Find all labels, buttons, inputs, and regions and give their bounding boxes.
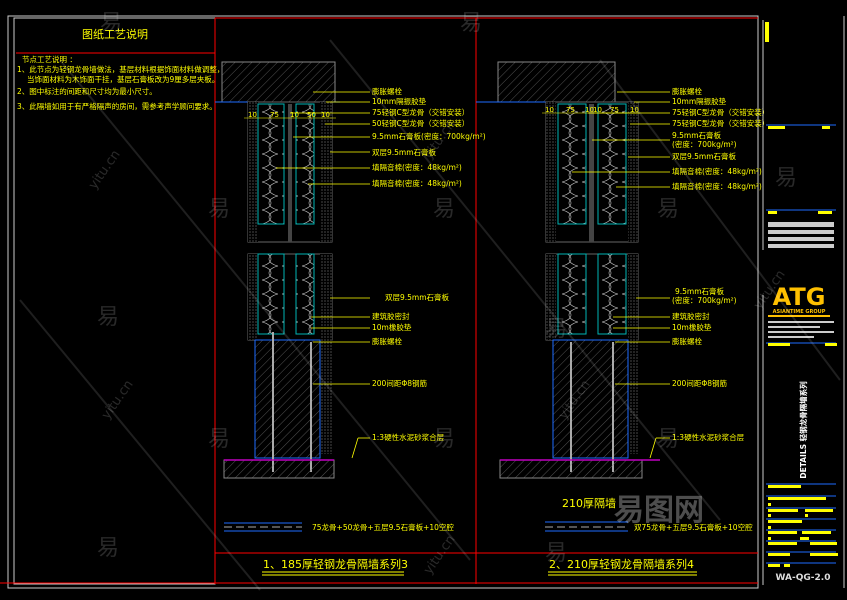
- callout-label: 填隔音棉(密度：48kg/m²): [372, 162, 462, 172]
- label: 10: [630, 106, 639, 114]
- gypsum-board-left: [248, 102, 258, 242]
- plan-note: 75龙骨+50龙骨+五层9.5石膏板+10空腔: [312, 522, 454, 532]
- svg-text:易: 易: [775, 166, 797, 191]
- note-line: 当饰面材料为木饰面干挂，基层石膏板改为9厘多层夹板。: [27, 74, 219, 84]
- notes-title: 图纸工艺说明: [82, 27, 148, 41]
- callout-label: 膨胀螺栓: [672, 86, 702, 96]
- dimension: 50: [307, 111, 316, 119]
- svg-text:yitu.cn: yitu.cn: [99, 378, 137, 423]
- note-line: 1、此节点为轻钢龙骨墙做法，基层材料根据饰面材料做调整，: [17, 64, 224, 74]
- label: 10: [545, 106, 554, 114]
- callout-label: 9.5mm石膏板(密度：700kg/m²): [372, 131, 486, 141]
- callout-label: 200间距Φ8钢筋: [372, 378, 427, 388]
- svg-text:易: 易: [433, 197, 455, 222]
- callout-label: 10m橡胶垫: [372, 322, 412, 332]
- callout-label: 1:3硬性水泥砂浆合层: [672, 432, 745, 442]
- dimension: 75: [270, 111, 279, 119]
- company-name: ASIANTIME GROUP: [773, 309, 826, 315]
- callout-label: 填隔音棉(密度：48kg/m²): [672, 181, 762, 191]
- svg-text:易: 易: [545, 317, 567, 342]
- detail-title: 1、185厚轻钢龙骨隔墙系列3: [263, 557, 408, 571]
- svg-text:易: 易: [208, 427, 230, 452]
- svg-text:易: 易: [208, 197, 230, 222]
- dimension: 10: [290, 111, 299, 119]
- callout-label: 10mm隔振胶垫: [672, 96, 727, 106]
- title-block: ATG ASIANTIME GROUP DETAILS 轻钢龙骨隔墙系列 WA-…: [762, 16, 845, 588]
- callout-label: 膨胀螺栓: [672, 336, 702, 346]
- callout-label: 75轻钢C型龙骨（交错安装）: [372, 107, 469, 117]
- callout-label: (密度：700kg/m²): [672, 139, 737, 149]
- callout-label: 建筑胶密封: [372, 311, 410, 321]
- detail-subtitle: 210厚隔墙: [562, 496, 616, 510]
- concrete-curb: [254, 339, 321, 459]
- dimension-row: 10 75 10 50 10: [244, 111, 336, 119]
- svg-text:易: 易: [97, 536, 119, 561]
- detail-2-section: 10 75 10 10 75 10 膨胀螺栓 10mm隔振胶垫 75轻钢C型龙骨…: [476, 61, 769, 576]
- callout-label: 膨胀螺栓: [372, 86, 402, 96]
- callout-label: 膨胀螺栓: [372, 336, 402, 346]
- callout-label: 双层9.5mm石膏板: [385, 292, 450, 302]
- svg-text:易: 易: [545, 541, 567, 566]
- dimension: 10: [248, 111, 257, 119]
- svg-text:易: 易: [100, 11, 122, 36]
- watermark-brand: 易图网: [614, 493, 704, 528]
- callout-label: 200间距Φ8钢筋: [672, 378, 727, 388]
- svg-text:yitu.cn: yitu.cn: [421, 533, 459, 578]
- plan-symbol: [224, 522, 302, 532]
- svg-text:易: 易: [657, 197, 679, 222]
- callout-label: 10m橡胶垫: [672, 322, 712, 332]
- notes-panel: 图纸工艺说明 节点工艺说明 ： 1、此节点为轻钢龙骨墙做法，基层材料根据饰面材料…: [17, 27, 224, 111]
- callout-label: 双层9.5mm石膏板: [672, 151, 737, 161]
- ceiling-slab: [221, 61, 336, 103]
- label: 10: [593, 106, 602, 114]
- svg-text:易: 易: [460, 11, 482, 36]
- svg-text:易: 易: [97, 305, 119, 330]
- callout-label: 1:3硬性水泥砂浆合层: [372, 432, 445, 442]
- plan-symbol: [545, 521, 628, 532]
- callout-label: 双层9.5mm石膏板: [372, 147, 437, 157]
- callout-label: (密度：700kg/m²): [672, 295, 737, 305]
- notes-heading: 节点工艺说明 ：: [22, 54, 77, 64]
- gypsum-board-right: [320, 102, 332, 242]
- svg-text:易: 易: [433, 427, 455, 452]
- callout-label: 50轻钢C型龙骨（交错安装）: [372, 118, 469, 128]
- detail-title: 2、210厚轻钢龙骨隔墙系列4: [549, 557, 694, 571]
- callout-label: 9.5mm石膏板: [675, 286, 725, 296]
- label: 75: [566, 106, 575, 114]
- callout-label: 10mm隔振胶垫: [372, 96, 427, 106]
- note-line: 2、图中标注的间距和尺寸均为最小尺寸。: [17, 86, 157, 96]
- label: 10: [585, 106, 594, 114]
- sheet-frame: [0, 15, 759, 589]
- dimension: 10: [321, 111, 330, 119]
- label: 75: [610, 106, 619, 114]
- svg-text:yitu.cn: yitu.cn: [86, 148, 124, 193]
- callout-label: 填隔音棉(密度：48kg/m²): [672, 166, 762, 176]
- note-line: 3、此隔墙如用于有严格隔声的房间，需参考声学顾问要求。: [17, 101, 217, 111]
- title-block-fields: [766, 483, 838, 567]
- insulation-50: [295, 103, 315, 225]
- svg-text:易: 易: [657, 427, 679, 452]
- atg-logo: ATG: [773, 283, 826, 311]
- detail-1-section: 10 75 10 50 10 膨胀螺栓 10mm隔振胶垫 75轻钢C型龙骨（交错…: [215, 61, 486, 576]
- callout-leaders: [276, 91, 370, 459]
- plan-note: 双75龙骨+五层9.5石膏板+10空腔: [634, 522, 753, 532]
- callout-label: 75轻钢C型龙骨（交错安装）: [672, 107, 769, 117]
- drawing-title: DETAILS 轻钢龙骨隔墙系列: [798, 381, 808, 479]
- callout-label: 建筑胶密封: [672, 311, 710, 321]
- callout-label: 75轻钢C型龙骨（交错安装）: [672, 118, 769, 128]
- callout-label: 填隔音棉(密度：48kg/m²): [372, 178, 462, 188]
- drawing-number: WA-QG-2.0: [776, 573, 831, 583]
- insulation-75: [257, 103, 285, 225]
- callout-label: 9.5mm石膏板: [672, 130, 722, 140]
